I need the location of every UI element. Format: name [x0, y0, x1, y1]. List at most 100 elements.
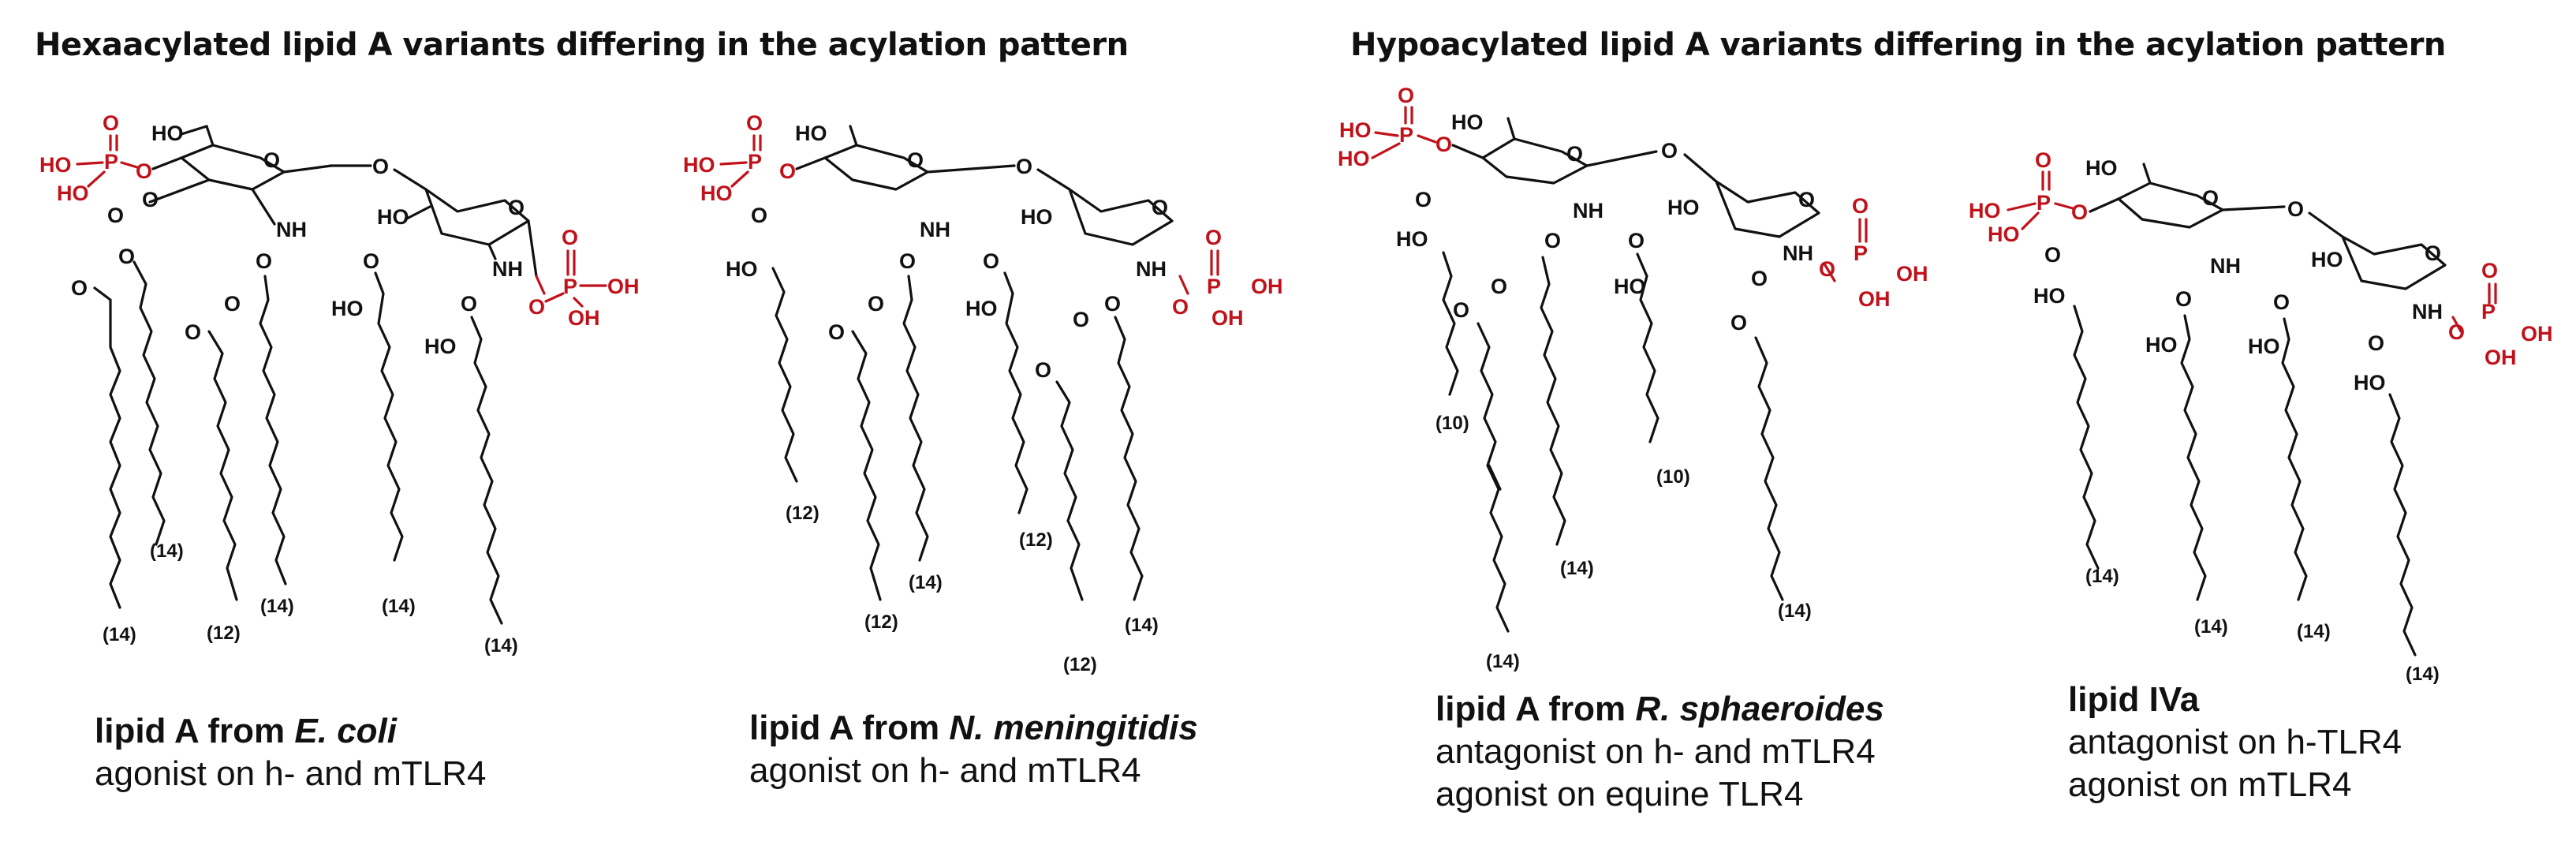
chain-length-label: (14)	[1560, 558, 1594, 579]
atom-o: O	[142, 188, 159, 211]
atom-ho: HO	[377, 205, 409, 229]
atom-o: O	[2202, 186, 2219, 210]
atom-o: O	[779, 159, 796, 183]
double-bond	[1488, 464, 1502, 491]
caption-lipid-iva: lipid IVa antagonist on h-TLR4 agonist o…	[2068, 679, 2402, 806]
chain-length-label: (12)	[786, 503, 819, 524]
atom-ho: HO	[2085, 156, 2118, 180]
atom-o: O	[2044, 243, 2061, 267]
atom-o: O	[1852, 194, 1869, 218]
atom-o: O	[2273, 290, 2290, 314]
atom-o: O	[1205, 226, 1222, 249]
atom-o: O	[107, 204, 124, 227]
chain-length-label: (14)	[1486, 651, 1520, 672]
atom-o: O	[71, 276, 88, 300]
atom-p: P	[104, 150, 118, 174]
atom-oh: OH	[1896, 262, 1928, 286]
atom-ho: HO	[2354, 371, 2386, 395]
atom-p: P	[2481, 300, 2496, 324]
atom-ho: HO	[1969, 199, 2001, 223]
atom-p: P	[2037, 191, 2051, 215]
activity-line: agonist on h- and mTLR4	[95, 754, 487, 793]
phosphate-group-right: O P O OH OH	[527, 219, 640, 330]
atom-o: O	[1073, 308, 1089, 331]
atom-o: O	[2481, 259, 2498, 282]
acyl-chain	[902, 275, 929, 562]
molecule-name: lipid A from N. meningitidis	[749, 709, 1198, 747]
molecule-name: lipid A from R. sphaeroides	[1435, 690, 1884, 728]
atom-p: P	[1399, 123, 1413, 147]
atom-o: O	[1491, 275, 1507, 298]
molecule-n-meningitidis: O P HO HO O O HO O O HO NH NH O P O OH O…	[683, 111, 1283, 675]
atom-o: O	[983, 249, 999, 273]
atom-o: O	[1661, 139, 1678, 163]
atom-nh: NH	[2412, 300, 2443, 324]
caption-ecoli: lipid A from E. coli agonist on h- and m…	[95, 710, 487, 795]
atom-o: O	[372, 155, 389, 178]
chain-length-label: (14)	[2085, 566, 2119, 587]
atom-o: O	[868, 292, 884, 316]
atom-o: O	[103, 111, 119, 135]
acyl-chain	[1636, 252, 1659, 443]
atom-o: O	[899, 249, 916, 273]
atom-p: P	[1854, 241, 1868, 265]
atom-o: O	[1730, 311, 1747, 335]
atom-nh: NH	[2210, 254, 2241, 278]
acyl-chain	[1003, 271, 1029, 514]
chain-length-label: (14)	[909, 572, 943, 593]
atom-nh: NH	[920, 218, 950, 241]
atom-oh: OH	[2485, 346, 2517, 369]
chain-length-label: (14)	[150, 540, 184, 562]
atom-nh: NH	[1573, 199, 1603, 223]
atom-o: O	[508, 196, 525, 219]
atom-ho: HO	[331, 297, 364, 320]
atom-o: O	[2368, 331, 2384, 355]
atom-o: O	[118, 245, 135, 268]
acyl-chain	[851, 330, 882, 601]
atom-ho: HO	[1614, 275, 1646, 298]
atom-ho: HO	[726, 257, 758, 281]
atom-o: O	[1751, 267, 1768, 290]
atom-o: O	[1016, 155, 1032, 178]
atom-ho: HO	[2311, 248, 2343, 271]
atom-ho: HO	[683, 153, 715, 177]
atom-o: O	[1035, 358, 1051, 382]
atom-nh: NH	[276, 218, 307, 241]
atom-ho: HO	[1339, 118, 1372, 142]
caption-n-meningitidis: lipid A from N. meningitidis agonist on …	[749, 707, 1198, 792]
atom-ho: HO	[1988, 223, 2020, 246]
chain-length-label: (14)	[2297, 621, 2331, 642]
atom-ho: HO	[1451, 110, 1484, 134]
acyl-chain	[1540, 256, 1566, 546]
molecule-lipid-iva: O P HO HO O O HO O O HO NH NH O P O OH O…	[1969, 148, 2553, 685]
molecule-name: lipid A from E. coli	[95, 712, 397, 750]
molecule-ecoli: O P HO HO O O HO O O HO NH NH	[39, 111, 640, 656]
atom-o: O	[2448, 320, 2465, 344]
atom-o: O	[562, 226, 578, 249]
acyl-chain	[133, 260, 166, 546]
atom-ho: HO	[1667, 196, 1700, 219]
phosphate-group-left: O P HO HO O	[39, 111, 183, 205]
acyl-chain	[207, 330, 238, 601]
atom-o: O	[461, 292, 477, 316]
atom-ho: HO	[424, 335, 457, 358]
activity-line: antagonist on h- and mTLR4	[1435, 732, 1876, 771]
atom-oh: OH	[2521, 322, 2553, 346]
activity-line: agonist on h- and mTLR4	[749, 751, 1141, 790]
chain-length-label: (14)	[260, 596, 294, 617]
atom-oh: OH	[1251, 275, 1283, 298]
sugar-ring-right	[1068, 188, 1174, 246]
chain-length-label: (14)	[382, 596, 416, 617]
atom-ho: HO	[1396, 227, 1428, 251]
atom-ho: HO	[39, 153, 72, 177]
sugar-ring-right	[1715, 180, 1820, 238]
activity-line: agonist on mTLR4	[2068, 765, 2352, 804]
atom-o: O	[2071, 200, 2088, 224]
atom-o: O	[1435, 133, 1452, 156]
acyl-chain	[259, 275, 287, 585]
acyl-chain	[470, 316, 503, 625]
atom-o: O	[907, 148, 924, 172]
chain-length-label: (14)	[1778, 600, 1812, 622]
atom-oh: OH	[568, 306, 600, 330]
